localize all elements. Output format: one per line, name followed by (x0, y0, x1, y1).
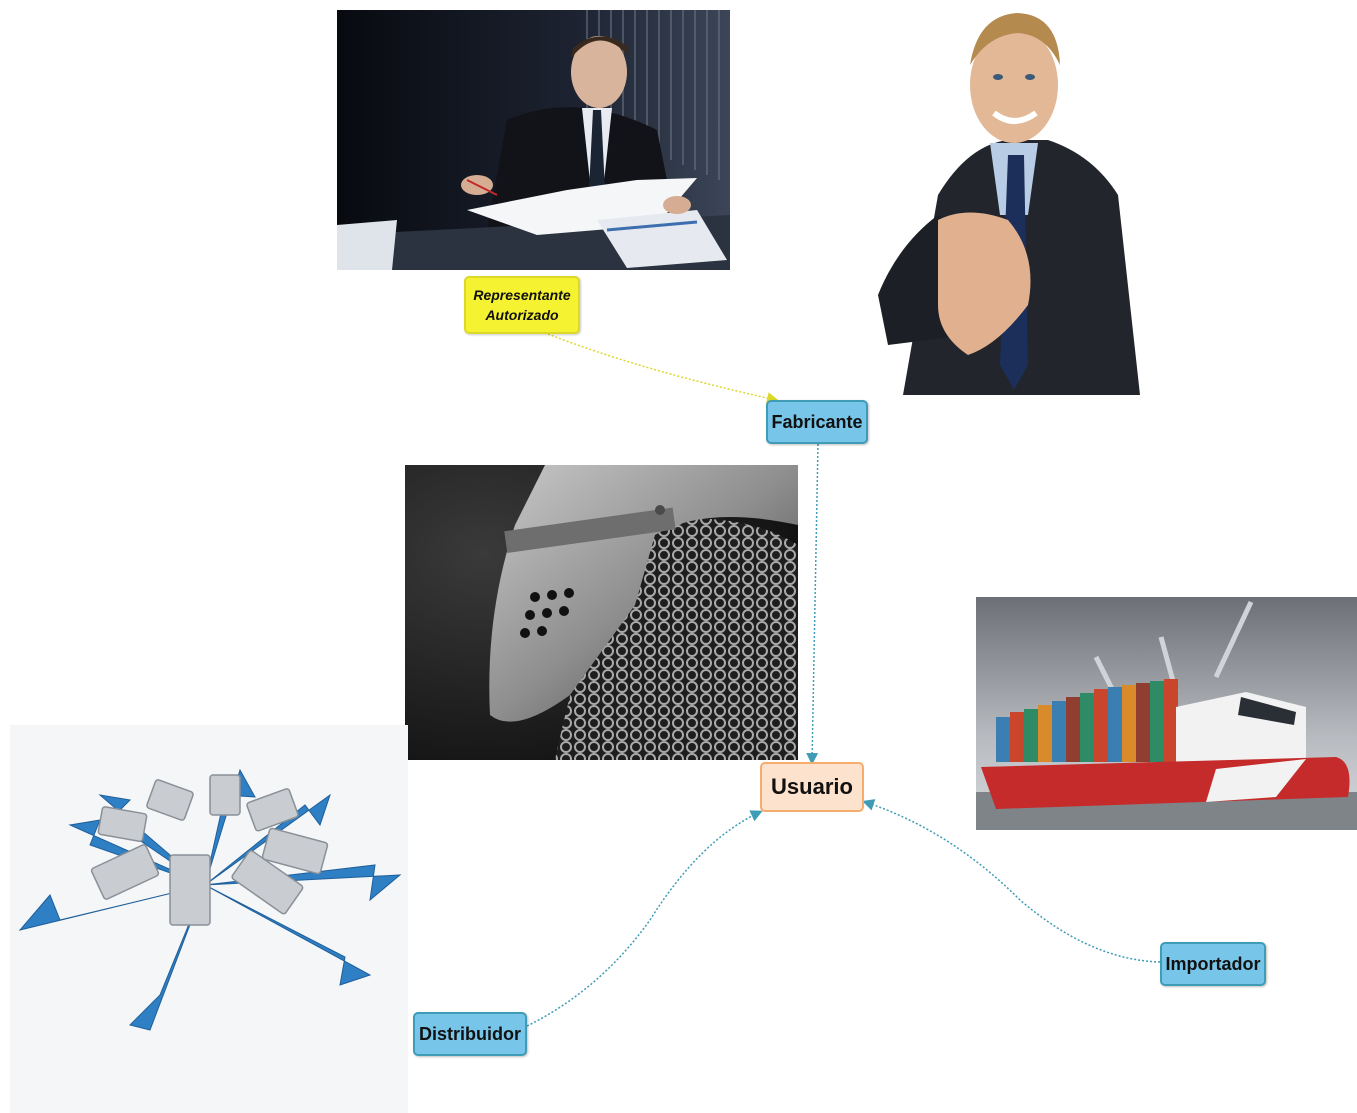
node-representante-line1: Representante (473, 287, 571, 303)
trucks-photo (10, 725, 408, 1113)
node-distribuidor-label: Distribuidor (419, 1023, 521, 1044)
helmet-photo (405, 465, 798, 760)
handshake-photo (878, 5, 1140, 395)
node-representante-autorizado[interactable]: Representante Autorizado (464, 276, 580, 334)
node-usuario[interactable]: Usuario (760, 762, 864, 812)
node-importador-label: Importador (1165, 953, 1261, 974)
ship-photo (976, 597, 1357, 830)
node-fabricante-label: Fabricante (771, 411, 863, 432)
connector-representante-fabricante (547, 333, 779, 404)
node-representante-line2: Autorizado (485, 307, 559, 323)
node-fabricante[interactable]: Fabricante (766, 400, 868, 444)
node-distribuidor[interactable]: Distribuidor (413, 1012, 527, 1056)
node-usuario-label: Usuario (771, 774, 853, 799)
connector-distribuidor-usuario (526, 810, 763, 1027)
node-importador[interactable]: Importador (1160, 942, 1266, 986)
connector-fabricante-usuario (806, 443, 819, 765)
office-photo (337, 10, 730, 270)
